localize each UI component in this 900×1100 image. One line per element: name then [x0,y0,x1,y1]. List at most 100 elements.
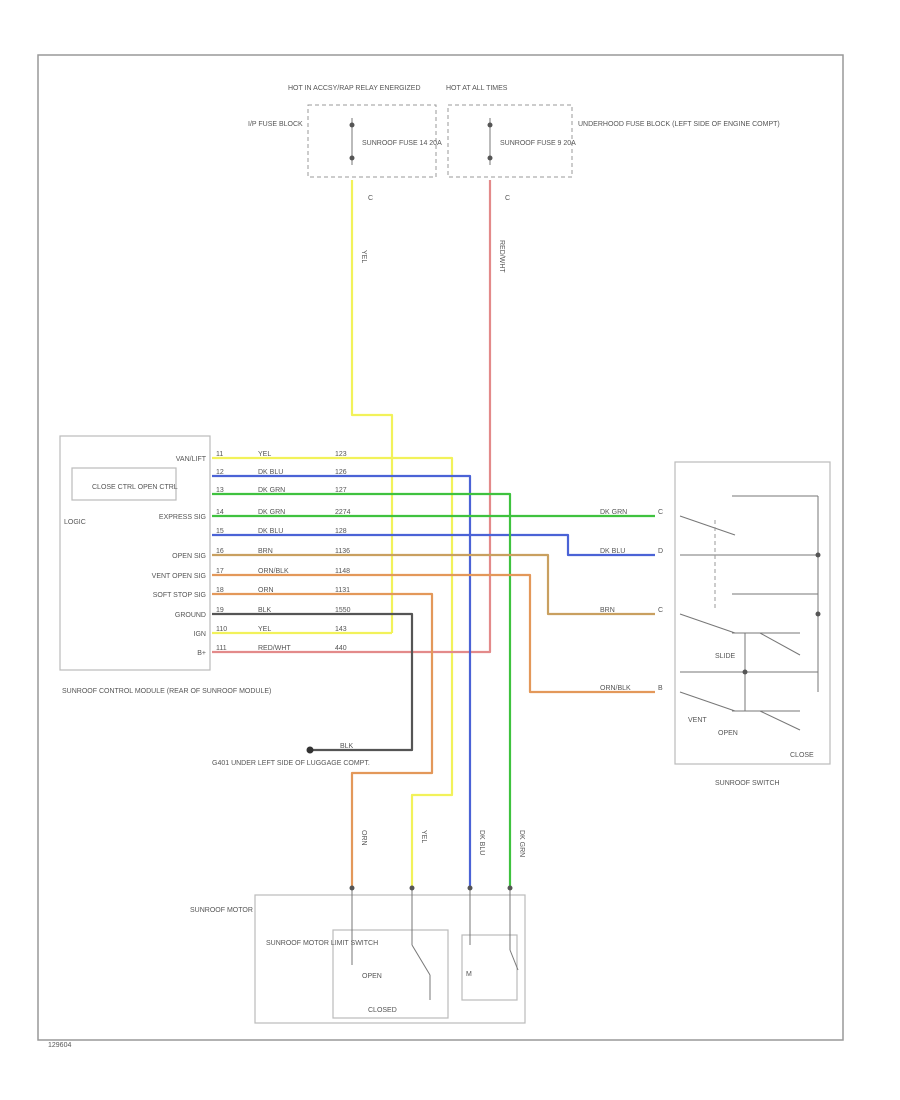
brn-wire-pin16 [212,553,655,616]
module-pin-number: 14 [216,509,224,516]
red-wire-bplus [212,180,492,654]
module-pin-wire-color: DK GRN [258,509,285,516]
module-pin-number: 16 [216,548,224,555]
module-pin-label: B+ [197,650,206,657]
module-pin-wire-color: DK BLU [258,528,283,535]
switch-wire-color: DK BLU [600,548,625,555]
ground-wire-label: BLK [340,743,354,750]
module-pin-number: 19 [216,607,224,614]
module-pin-number: 15 [216,528,224,535]
motor-pin-c [467,885,473,891]
blk-wire-ground [212,612,414,752]
switch-caption: SUNROOF SWITCH [715,780,780,787]
module-pin-wire-color: DK GRN [258,487,285,494]
module-pin-wire-color: RED/WHT [258,645,291,652]
grn-wire-pin13 [212,492,512,888]
yel-riser-label: YEL [360,250,367,263]
switch-vent-label: VENT [688,717,707,724]
ip-fuse-block: HOT IN ACCSY/RAP RELAY ENERGIZED I/P FUS… [248,85,442,202]
module-pin-circuit: 143 [335,626,347,633]
switch-contact-4 [759,632,801,656]
limit-switch-contact [411,944,431,976]
switch-wire-pin: B [658,685,663,692]
switch-wire-color: ORN/BLK [600,685,631,692]
module-pin-label: IGN [194,631,206,638]
switch-contact-5 [679,691,736,712]
underhood-fuse-title: HOT AT ALL TIMES [446,85,508,92]
module-pin-circuit: 128 [335,528,347,535]
control-module-outline [59,435,211,671]
switch-node-1 [815,552,821,558]
switch-wire-pin: C [658,607,663,614]
switch-slide-label: SLIDE [715,653,736,660]
module-pin-wire-color: BLK [258,607,272,614]
module-pin-circuit: 126 [335,469,347,476]
motor-title: SUNROOF MOTOR [190,907,253,914]
motor-drop-wire-label: YEL [420,830,427,843]
module-pin-circuit: 123 [335,451,347,458]
wire-harness [212,180,655,888]
limit-switch-outline [332,929,449,1019]
module-pin-wire-color: YEL [258,626,271,633]
blu-wire-pin15 [212,533,655,557]
figure-id: 129604 [48,1042,71,1049]
module-pin-number: 12 [216,469,224,476]
module-pin-label: SOFT STOP SIG [153,592,206,599]
switch-contact-1 [679,515,736,536]
switch-wire-color: BRN [600,607,615,614]
module-pin-wire-color: ORN/BLK [258,568,289,575]
underhood-fuse-node-top [487,122,493,128]
ip-fuse-node-bottom [349,155,355,161]
control-module-logic-label: LOGIC [64,519,86,526]
switch-wire-pin: C [658,509,663,516]
sunroof-motor: SUNROOF MOTOR SUNROOF MOTOR LIMIT SWITCH… [190,830,526,1024]
motor-pin-b [409,885,415,891]
switch-open-label: OPEN [718,730,738,737]
yel-wire-pin11 [212,456,454,888]
ground-g401: BLK G401 UNDER LEFT SIDE OF LUGGAGE COMP… [212,743,370,767]
motor-outline [254,894,526,1024]
switch-contact-3 [679,613,736,634]
blu-wire-pin12 [212,474,472,888]
ip-fuse-title: HOT IN ACCSY/RAP RELAY ENERGIZED [288,85,421,92]
ip-fuse-location: I/P FUSE BLOCK [248,121,303,128]
module-pin-label: VAN/LIFT [176,456,207,463]
module-pin-circuit: 1148 [335,568,350,575]
switch-close-label: CLOSE [790,752,814,759]
control-module-inner-label: CLOSE CTRL OPEN CTRL [92,484,178,491]
ip-fuse-terminal: C [368,195,373,202]
control-module-inner-box [71,467,177,501]
control-module-caption: SUNROOF CONTROL MODULE (REAR OF SUNROOF … [62,688,271,695]
switch-node-2 [815,611,821,617]
switch-wire-color: DK GRN [600,509,627,516]
motor-symbol: M [466,971,472,978]
limit-switch-closed-label: CLOSED [368,1007,397,1014]
switch-node-3 [742,669,748,675]
limit-switch-label: SUNROOF MOTOR LIMIT SWITCH [266,940,378,947]
module-pin-number: 111 [216,645,227,652]
underhood-fuse-terminal: C [505,195,510,202]
module-pin-wire-color: ORN [258,587,274,594]
motor-pin-a [349,885,355,891]
motor-drop-wire-label: ORN [360,830,367,846]
module-pin-number: 11 [216,451,223,458]
module-pin-label: OPEN SIG [172,553,206,560]
orn-wire-pin18 [212,592,434,888]
ip-fuse-name: SUNROOF FUSE 14 20A [362,140,442,147]
module-pin-circuit: 1131 [335,587,350,594]
diagram-frame [37,54,844,1041]
motor-pin-d [507,885,513,891]
switch-contact-6 [759,710,801,731]
underhood-fuse-name: SUNROOF FUSE 9 20A [500,140,576,147]
module-pin-circuit: 1550 [335,607,351,614]
red-riser-label: RED/WHT [498,240,505,273]
motor-drop-wire-label: DK BLU [478,830,485,855]
module-pin-label: GROUND [175,612,206,619]
module-pin-circuit: 2274 [335,509,351,516]
sunroof-switch-outline [674,461,831,765]
module-pin-wire-color: YEL [258,451,271,458]
switch-wire-pin: D [658,548,663,555]
